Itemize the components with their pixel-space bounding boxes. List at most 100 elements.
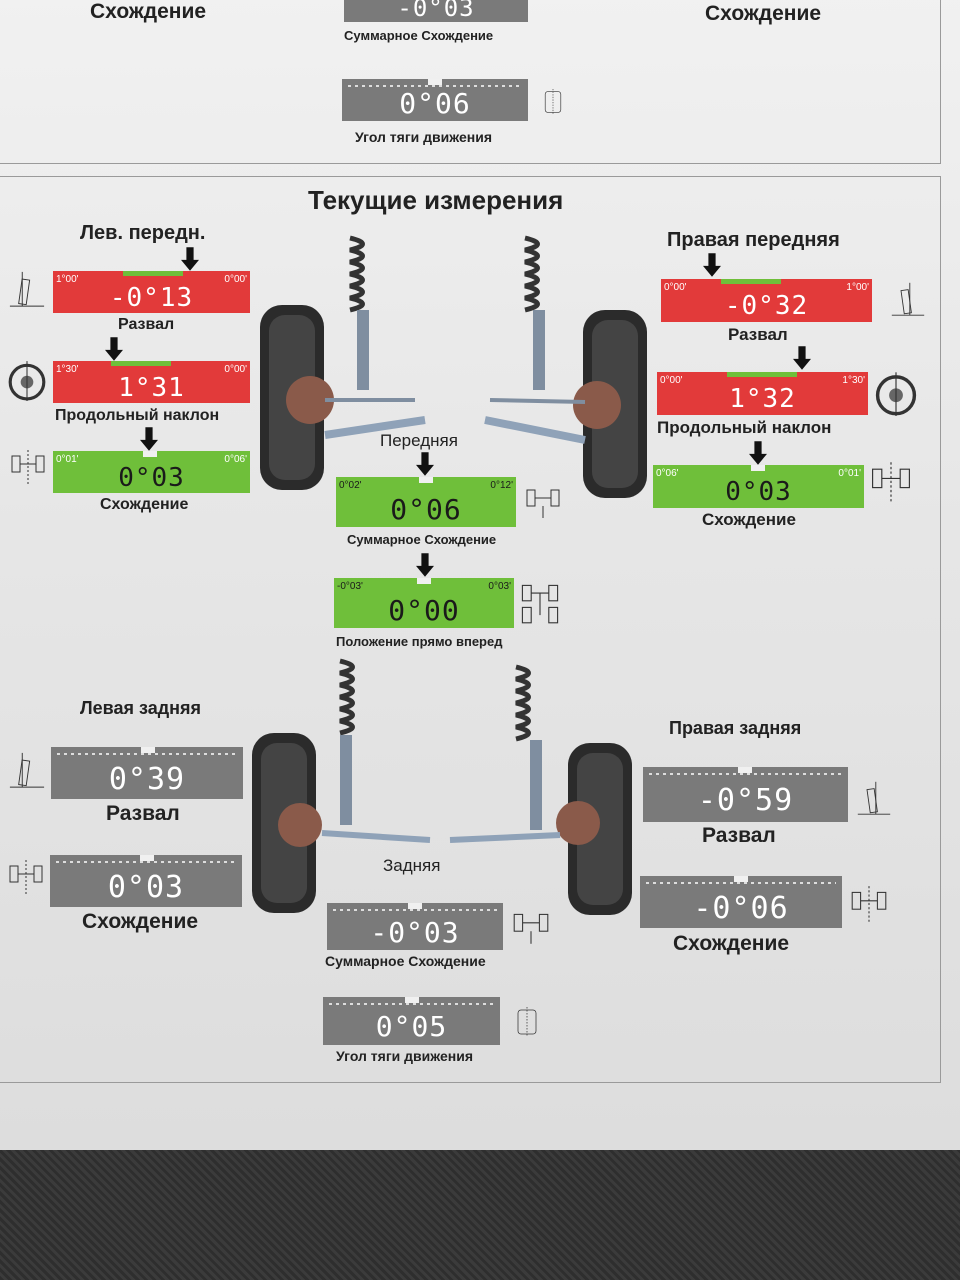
rr-toe-value: -0°06 xyxy=(693,891,789,926)
steer-ahead-value: 0°00 xyxy=(388,594,460,627)
fl-toe-label: Схождение xyxy=(100,496,189,513)
fr-toe-min: 0°06' xyxy=(656,468,679,479)
rear-thrust-label: Угол тяги движения xyxy=(336,1048,474,1064)
fr-toe-arrow-icon xyxy=(749,441,767,465)
front-total-toe-max: 0°12' xyxy=(490,480,513,491)
rear-left-camber-gauge: 0°39 xyxy=(51,747,243,799)
top-right-toe-label: Схождение xyxy=(705,2,822,25)
fr-camber-value: -0°32 xyxy=(724,291,809,321)
fl-toe-max: 0°06' xyxy=(224,454,247,465)
caster-wheel-icon xyxy=(875,372,917,416)
steer-ahead-max: 0°03' xyxy=(488,581,511,592)
fl-toe-arrow-icon xyxy=(140,427,158,451)
rr-camber-value: -0°59 xyxy=(697,783,794,818)
toe-diagram-icon xyxy=(9,860,43,896)
front-left-toe-gauge: 0°01' 0°06' 0°03 xyxy=(53,427,250,493)
rear-suspension-illustration xyxy=(252,658,632,915)
front-total-toe-arrow-icon xyxy=(416,452,434,476)
toe-diagram-icon xyxy=(851,886,887,924)
main-section-frame xyxy=(0,176,941,1083)
steer-ahead-diagram-icon xyxy=(521,584,559,624)
fr-camber-min: 0°00' xyxy=(664,282,687,293)
rear-axle-label: Задняя xyxy=(383,856,441,875)
fl-camber-arrow-icon xyxy=(181,247,199,271)
toe-diagram-icon xyxy=(872,462,910,504)
front-suspension-illustration xyxy=(260,235,647,498)
rear-right-camber-gauge: -0°59 xyxy=(643,767,848,822)
rear-total-toe-gauge: -0°03 xyxy=(327,903,503,950)
rear-right-heading: Правая задняя xyxy=(669,718,802,738)
top-thrust-gauge: 0°06 xyxy=(342,79,528,121)
top-total-toe-label: Суммарное Схождение xyxy=(344,28,494,43)
front-total-toe-gauge: 0°02' 0°12' 0°06 xyxy=(336,452,516,527)
fl-camber-min: 1°00' xyxy=(56,274,79,285)
total-toe-diagram-icon xyxy=(513,913,549,944)
front-total-toe-min: 0°02' xyxy=(339,480,362,491)
fr-caster-arrow-icon xyxy=(793,346,811,370)
top-thrust-value: 0°06 xyxy=(399,87,471,120)
fr-camber-arrow-icon xyxy=(703,253,721,277)
camber-diagram-icon xyxy=(9,752,45,788)
rear-thrust-value: 0°05 xyxy=(375,1010,448,1043)
top-thrust-label: Угол тяги движения xyxy=(355,129,493,145)
top-section-frame xyxy=(0,0,941,164)
steer-ahead-label: Положение прямо вперед xyxy=(336,634,503,649)
front-total-toe-label: Суммарное Схождение xyxy=(347,532,497,547)
total-toe-diagram-icon xyxy=(526,489,560,518)
fr-caster-min: 0°00' xyxy=(660,375,683,386)
front-left-caster-gauge: 1°30' 0°00' 1°31 xyxy=(53,337,250,403)
steer-ahead-min: -0°03' xyxy=(337,581,363,592)
fr-caster-value: 1°32 xyxy=(729,384,796,414)
fl-caster-label: Продольный наклон xyxy=(55,407,220,424)
camber-diagram-icon xyxy=(857,781,891,815)
front-left-heading: Лев. передн. xyxy=(80,222,206,244)
camber-diagram-icon xyxy=(9,271,45,307)
fl-caster-min: 1°30' xyxy=(56,364,79,375)
rr-camber-label: Развал xyxy=(702,824,776,847)
rl-camber-label: Развал xyxy=(106,802,180,825)
fr-caster-label: Продольный наклон xyxy=(657,418,832,437)
front-right-toe-gauge: 0°06' 0°01' 0°03 xyxy=(653,441,864,508)
fl-caster-value: 1°31 xyxy=(118,373,185,403)
thrust-angle-diagram-icon xyxy=(517,1007,537,1037)
rr-toe-label: Схождение xyxy=(673,932,790,955)
front-right-heading: Правая передняя xyxy=(667,229,840,251)
fl-camber-label: Развал xyxy=(118,316,175,333)
background-carpet xyxy=(0,1150,960,1280)
rear-right-toe-gauge: -0°06 xyxy=(640,876,842,928)
rear-left-heading: Левая задняя xyxy=(80,698,202,718)
thrust-angle-diagram-icon xyxy=(544,89,562,115)
top-left-toe-label: Схождение xyxy=(90,0,207,23)
fr-toe-label: Схождение xyxy=(702,510,796,529)
front-axle-label: Передняя xyxy=(380,431,458,450)
fl-caster-arrow-icon xyxy=(105,337,123,361)
rl-toe-label: Схождение xyxy=(82,910,199,933)
page-title: Текущие измерения xyxy=(308,185,564,215)
fl-toe-min: 0°01' xyxy=(56,454,79,465)
caster-wheel-icon xyxy=(8,361,46,401)
fr-caster-max: 1°30' xyxy=(842,375,865,386)
fl-camber-value: -0°13 xyxy=(109,283,194,313)
rear-thrust-gauge: 0°05 xyxy=(323,997,500,1045)
top-total-toe-gauge: -0°03 xyxy=(344,0,528,22)
steer-ahead-arrow-icon xyxy=(416,553,434,577)
fr-camber-max: 1°00' xyxy=(846,282,869,293)
fl-toe-value: 0°03 xyxy=(118,463,185,493)
rl-toe-value: 0°03 xyxy=(107,870,185,905)
front-right-caster-gauge: 0°00' 1°30' 1°32 xyxy=(657,346,868,415)
toe-diagram-icon xyxy=(11,450,45,486)
fr-camber-label: Развал xyxy=(728,325,788,344)
fl-camber-max: 0°00' xyxy=(224,274,247,285)
fl-caster-max: 0°00' xyxy=(224,364,247,375)
rl-camber-value: 0°39 xyxy=(108,762,186,797)
top-total-toe-value: -0°03 xyxy=(397,0,475,22)
rear-left-toe-gauge: 0°03 xyxy=(50,855,242,907)
rear-total-toe-value: -0°03 xyxy=(370,916,460,949)
rear-total-toe-label: Суммарное Схождение xyxy=(325,953,486,969)
front-left-camber-gauge: 1°00' 0°00' -0°13 xyxy=(53,247,250,313)
front-total-toe-value: 0°06 xyxy=(390,493,462,526)
fr-toe-max: 0°01' xyxy=(838,468,861,479)
front-right-camber-gauge: 0°00' 1°00' -0°32 xyxy=(661,253,872,322)
camber-diagram-icon xyxy=(891,282,925,316)
fr-toe-value: 0°03 xyxy=(725,477,792,507)
